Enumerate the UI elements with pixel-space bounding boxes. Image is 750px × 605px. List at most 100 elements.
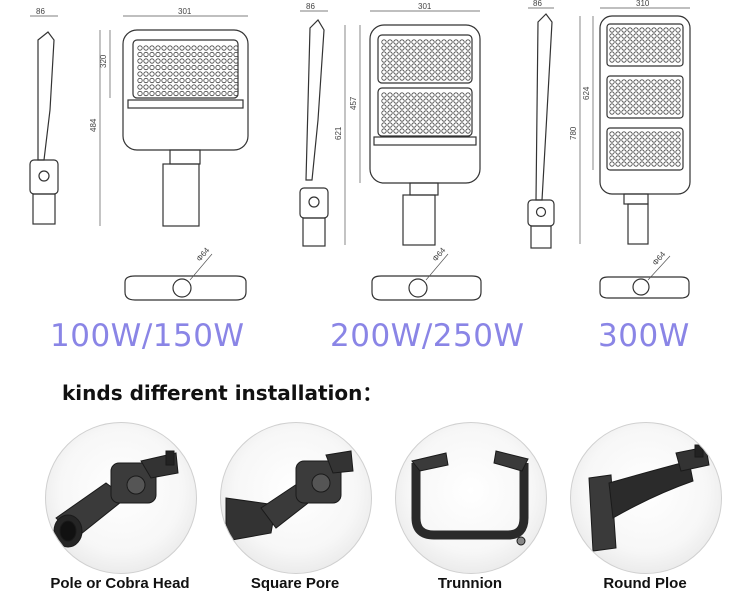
led-dot bbox=[387, 45, 393, 51]
led-dot bbox=[645, 91, 651, 97]
led-dot bbox=[209, 45, 215, 51]
led-dot bbox=[429, 92, 435, 98]
led-dot bbox=[381, 69, 387, 75]
led-dot bbox=[639, 143, 645, 149]
led-dot bbox=[669, 143, 675, 149]
led-dot bbox=[633, 85, 639, 91]
led-dot bbox=[633, 149, 639, 155]
led-dot bbox=[203, 58, 209, 64]
led-dot bbox=[399, 110, 405, 116]
led-array-300w bbox=[609, 27, 681, 167]
led-dot bbox=[399, 128, 405, 134]
led-dot bbox=[645, 149, 651, 155]
led-dot bbox=[465, 104, 471, 110]
led-dot bbox=[381, 57, 387, 63]
led-dot bbox=[615, 27, 621, 33]
led-dot bbox=[651, 39, 657, 45]
led-dot bbox=[411, 45, 417, 51]
led-array-100w bbox=[137, 45, 239, 97]
led-dot bbox=[447, 98, 453, 104]
led-dot bbox=[381, 39, 387, 45]
led-dot bbox=[657, 45, 663, 51]
led-dot bbox=[435, 98, 441, 104]
led-dot bbox=[465, 92, 471, 98]
led-dot bbox=[621, 103, 627, 109]
led-dot bbox=[447, 128, 453, 134]
led-dot bbox=[651, 149, 657, 155]
led-dot bbox=[387, 51, 393, 57]
led-dot bbox=[627, 27, 633, 33]
led-dot bbox=[393, 92, 399, 98]
led-dot bbox=[465, 69, 471, 75]
dim-total-height-100w: 484 bbox=[89, 118, 98, 132]
led-dot bbox=[381, 63, 387, 69]
led-dot bbox=[651, 137, 657, 143]
led-dot bbox=[657, 149, 663, 155]
led-array-200w bbox=[381, 39, 471, 134]
led-dot bbox=[663, 97, 669, 103]
led-dot bbox=[651, 103, 657, 109]
led-dot bbox=[405, 104, 411, 110]
led-dot bbox=[435, 75, 441, 81]
led-dot bbox=[633, 33, 639, 39]
led-dot bbox=[669, 85, 675, 91]
led-dot bbox=[669, 57, 675, 63]
led-dot bbox=[609, 91, 615, 97]
led-dot bbox=[663, 57, 669, 63]
led-dot bbox=[387, 104, 393, 110]
led-dot bbox=[675, 137, 681, 143]
led-dot bbox=[167, 45, 173, 51]
led-dot bbox=[423, 122, 429, 128]
led-dot bbox=[663, 51, 669, 57]
led-dot bbox=[173, 71, 179, 77]
led-dot bbox=[657, 85, 663, 91]
led-dot bbox=[221, 77, 227, 84]
led-dot bbox=[429, 57, 435, 63]
led-dot bbox=[669, 33, 675, 39]
led-dot bbox=[429, 75, 435, 81]
led-dot bbox=[149, 51, 155, 58]
top-view-200w bbox=[371, 275, 482, 301]
led-dot bbox=[227, 45, 233, 51]
led-dot bbox=[185, 77, 191, 84]
led-dot bbox=[221, 45, 227, 51]
led-dot bbox=[459, 98, 465, 104]
led-dot bbox=[657, 33, 663, 39]
led-dot bbox=[155, 71, 161, 77]
led-dot bbox=[465, 116, 471, 122]
led-dot bbox=[423, 57, 429, 63]
led-dot bbox=[429, 51, 435, 57]
led-dot bbox=[621, 109, 627, 115]
led-dot bbox=[381, 98, 387, 104]
led-dot bbox=[639, 137, 645, 143]
led-dot bbox=[233, 77, 239, 84]
led-dot bbox=[435, 116, 441, 122]
led-dot bbox=[615, 149, 621, 155]
led-dot bbox=[393, 51, 399, 57]
led-dot bbox=[221, 71, 227, 77]
led-dot bbox=[621, 27, 627, 33]
led-dot bbox=[215, 71, 221, 77]
led-dot bbox=[399, 51, 405, 57]
led-dot bbox=[197, 90, 203, 97]
led-dot bbox=[675, 51, 681, 57]
led-dot bbox=[417, 92, 423, 98]
led-dot bbox=[203, 45, 209, 51]
led-dot bbox=[633, 91, 639, 97]
led-dot bbox=[633, 45, 639, 51]
led-dot bbox=[161, 45, 167, 51]
led-dot bbox=[381, 45, 387, 51]
led-dot bbox=[669, 97, 675, 103]
led-dot bbox=[639, 103, 645, 109]
led-dot bbox=[657, 51, 663, 57]
led-dot bbox=[197, 84, 203, 90]
led-dot bbox=[627, 45, 633, 51]
led-dot bbox=[417, 122, 423, 128]
led-dot bbox=[615, 51, 621, 57]
led-dot bbox=[615, 91, 621, 97]
dim-total-height-300w: 780 bbox=[569, 126, 578, 140]
led-dot bbox=[387, 57, 393, 63]
led-dot bbox=[465, 128, 471, 134]
led-dot bbox=[155, 84, 161, 90]
led-dot bbox=[651, 85, 657, 91]
